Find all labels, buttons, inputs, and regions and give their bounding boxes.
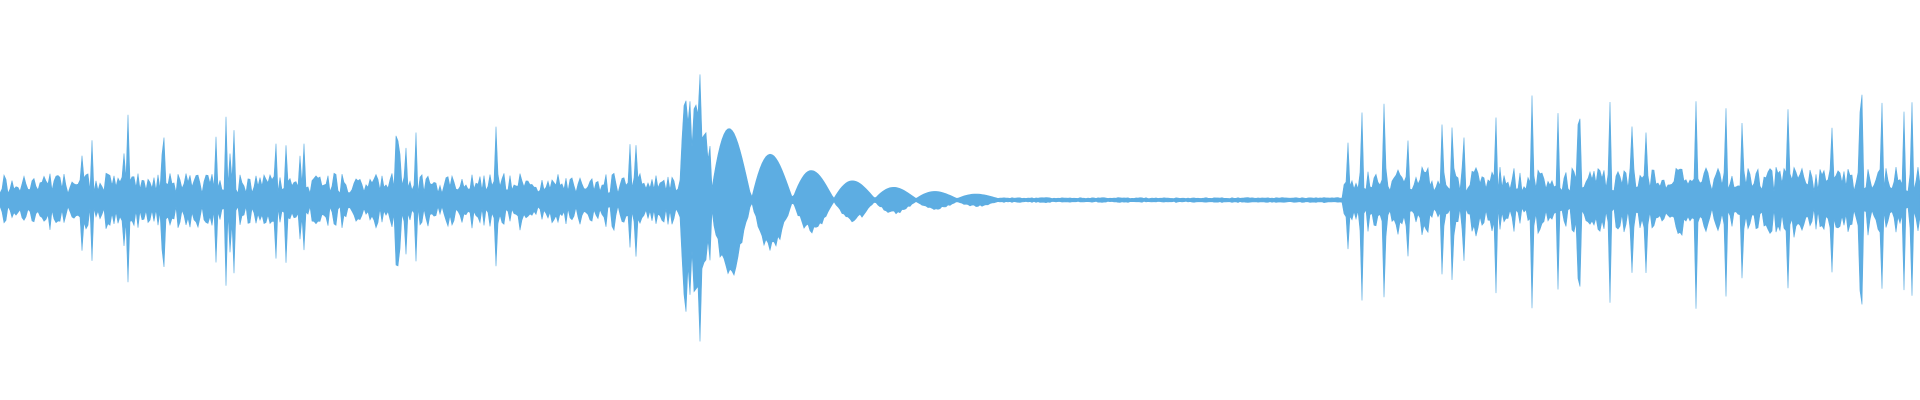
waveform-trace — [0, 74, 1920, 342]
